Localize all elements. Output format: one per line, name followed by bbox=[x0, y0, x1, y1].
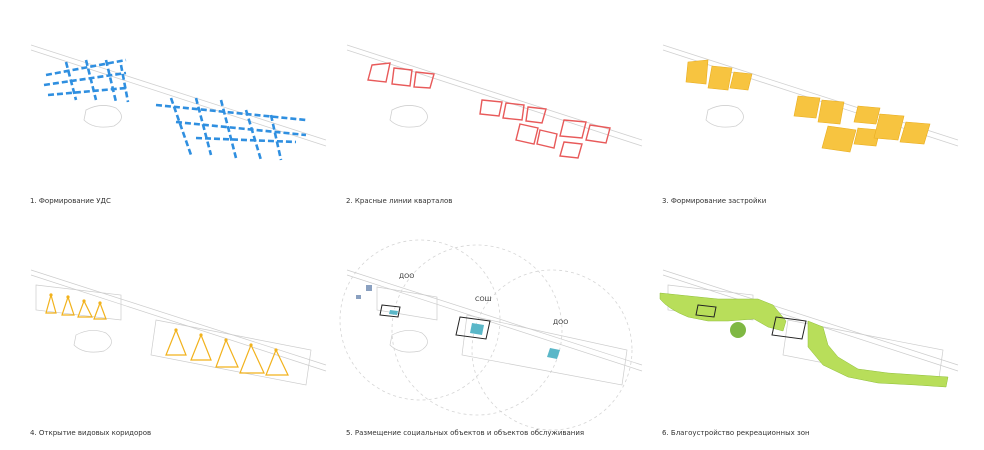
panel-view-corridors: 4. Открытие видовых коридоров bbox=[26, 235, 336, 437]
caption: 1. Формирование УДС bbox=[30, 197, 111, 205]
recreation-zones bbox=[659, 292, 949, 388]
base-terrain bbox=[346, 44, 643, 147]
caption: 5. Размещение социальных объектов и объе… bbox=[346, 429, 585, 437]
panel-red-lines: 2. Красные линии кварталов bbox=[342, 10, 652, 210]
view-corridor-rays bbox=[45, 292, 289, 376]
building-blocks bbox=[685, 59, 931, 153]
road-network-diagram bbox=[30, 44, 327, 161]
caption: 2. Красные линии кварталов bbox=[346, 197, 453, 205]
label-doo-left: ДОО bbox=[399, 272, 415, 280]
base-plan bbox=[346, 269, 643, 386]
red-lines-diagram bbox=[346, 44, 643, 159]
view-corridor-points bbox=[49, 293, 278, 352]
red-line-blocks bbox=[367, 62, 611, 159]
recreation-diagram bbox=[659, 269, 959, 388]
panel-social-objects: ДОО СОШ ДОО 5. Размещение социальных объ… bbox=[339, 235, 652, 437]
caption: 4. Открытие видовых коридоров bbox=[30, 429, 152, 437]
panel-road-network: 1. Формирование УДС bbox=[26, 10, 336, 210]
panel-recreation: 6. Благоустройство рекреационных зон bbox=[658, 235, 968, 437]
panel-buildings: 3. Формирование застройки bbox=[658, 10, 968, 210]
social-object-markers bbox=[356, 285, 560, 359]
road-network-lines bbox=[43, 58, 307, 161]
label-sosh: СОШ bbox=[475, 295, 492, 303]
buildings-diagram bbox=[662, 44, 959, 153]
base-plan bbox=[30, 269, 327, 386]
base-terrain bbox=[30, 44, 327, 147]
label-doo-right: ДОО bbox=[553, 318, 569, 326]
caption: 3. Формирование застройки bbox=[662, 197, 767, 205]
caption: 6. Благоустройство рекреационных зон bbox=[662, 429, 810, 437]
view-corridors-diagram bbox=[30, 269, 327, 386]
recreation-accents bbox=[695, 304, 807, 340]
service-radius-circles bbox=[339, 239, 633, 431]
social-objects-diagram bbox=[339, 239, 643, 431]
